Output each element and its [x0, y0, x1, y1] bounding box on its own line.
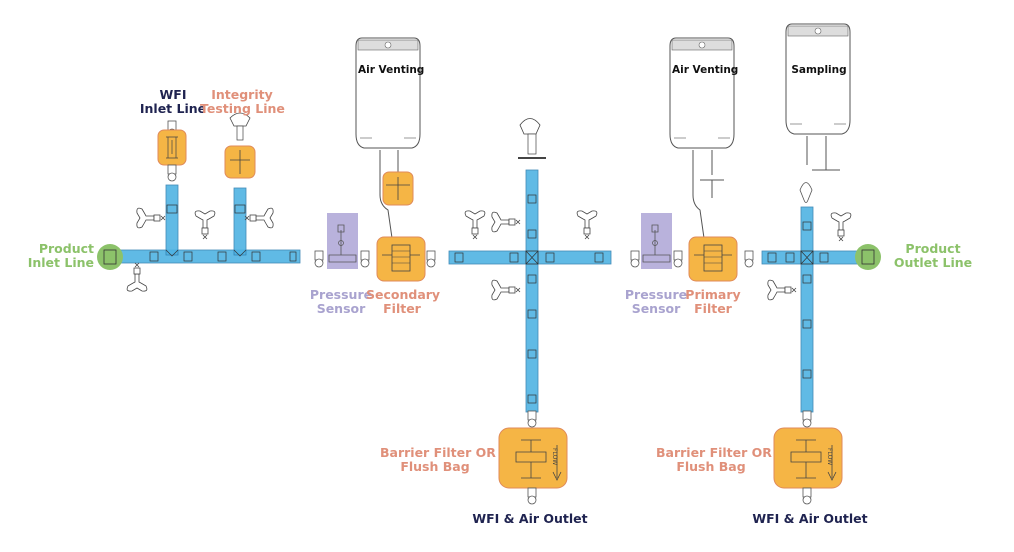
label-product-inlet-line2: Inlet Line [27, 255, 94, 270]
flow-text-1: FLOW [551, 448, 558, 465]
secondary-filter [376, 236, 426, 282]
label-product-outlet-line2: Outlet Line [893, 255, 973, 270]
label-wfi-air-outlet-1: WFI & Air Outlet [472, 511, 588, 526]
label-barrier-filter-1-line1: Barrier Filter OR [380, 445, 496, 460]
label-product-inlet: Product Inlet Line [20, 242, 94, 270]
right-cross-manifold: FLOW [761, 206, 881, 505]
label-integrity-testing-line1: Integrity [211, 87, 273, 102]
label-integrity-testing: Integrity Testing Line [200, 87, 285, 116]
pressure-sensor-2 [630, 213, 683, 269]
label-primary-filter-line1: Primary [685, 287, 741, 302]
label-barrier-filter-2-line1: Barrier Filter OR [656, 445, 772, 460]
pipe-integrity-vertical [233, 187, 247, 256]
label-primary-filter: Primary Filter [682, 288, 744, 316]
label-wfi-air-outlet-2: WFI & Air Outlet [752, 511, 868, 526]
label-pressure-sensor-1-line1: Pressure [309, 287, 373, 302]
label-pressure-sensor-2-line2: Sensor [631, 301, 681, 316]
label-wfi-inlet-line1: WFI [159, 87, 187, 102]
label-integrity-testing-line2: Testing Line [200, 101, 285, 116]
middle-cross-manifold: FLOW [448, 118, 612, 505]
label-pressure-sensor-2: Pressure Sensor [621, 288, 691, 316]
label-secondary-filter-line2: Filter [383, 301, 421, 316]
pipe-horizontal [117, 249, 301, 264]
label-barrier-filter-1-line2: Flush Bag [400, 459, 470, 474]
primary-filter [688, 236, 738, 282]
label-product-inlet-line1: Product [38, 242, 94, 256]
product-outlet-connector [855, 244, 881, 270]
left-manifold [97, 112, 301, 292]
product-inlet-connector [97, 244, 123, 270]
bag-label-air-venting-2: Air Venting [672, 64, 739, 76]
label-product-outlet: Product Outlet Line [888, 242, 978, 270]
label-secondary-filter-line1: Secondary [366, 287, 441, 302]
label-pressure-sensor-2-line1: Pressure [624, 287, 688, 302]
label-primary-filter-line2: Filter [694, 301, 732, 316]
label-barrier-filter-2: Barrier Filter OR Flush Bag [656, 445, 772, 474]
label-pressure-sensor-1-line2: Sensor [316, 301, 366, 316]
label-barrier-filter-2-line2: Flush Bag [676, 459, 746, 474]
pressure-sensor-1 [314, 213, 370, 269]
label-wfi-inlet-line2: Inlet Line [139, 101, 207, 116]
label-pressure-sensor-1: Pressure Sensor [306, 288, 376, 316]
pipe-wfi-vertical [165, 184, 179, 256]
flow-text-2: FLOW [826, 448, 833, 465]
bag-label-sampling: Sampling [791, 64, 847, 76]
label-barrier-filter-1: Barrier Filter OR Flush Bag [380, 445, 496, 474]
air-venting-bag-2 [669, 37, 754, 282]
sampling-bag [785, 23, 851, 203]
label-secondary-filter: Secondary Filter [366, 287, 441, 316]
air-venting-bag-1 [355, 37, 436, 282]
label-wfi-inlet: WFI Inlet Line [138, 88, 208, 116]
label-product-outlet-line1: Product [905, 241, 961, 256]
bag-label-air-venting-1: Air Venting [358, 64, 425, 76]
